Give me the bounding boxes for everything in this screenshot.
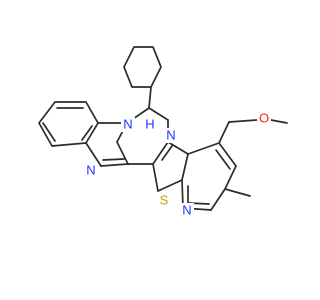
- bond: [228, 119, 258, 123]
- chemical-structure: H N N N N S O: [38, 46, 288, 218]
- bond: [81, 125, 93, 141]
- bond: [100, 163, 129, 167]
- bond: [218, 121, 230, 144]
- atom-labels: H N N N N S O: [84, 110, 271, 218]
- bond: [270, 119, 288, 124]
- bond: [116, 141, 129, 165]
- bond: [148, 107, 169, 121]
- bond: [102, 158, 125, 161]
- bond: [218, 142, 237, 167]
- imidazole-nitrogen-label: N: [86, 162, 95, 177]
- sulfur-label: S: [160, 192, 169, 207]
- nh-nitrogen-label: N: [166, 127, 175, 142]
- bond: [224, 165, 237, 190]
- bond: [167, 141, 189, 155]
- bond: [157, 179, 183, 192]
- bonds: [38, 46, 288, 211]
- bond: [38, 101, 99, 147]
- bond: [215, 149, 231, 170]
- bridgehead-nitrogen-label: N: [123, 116, 132, 131]
- bond: [161, 145, 173, 161]
- bond: [187, 142, 220, 155]
- bond: [152, 163, 159, 192]
- bond: [123, 46, 162, 88]
- bond: [42, 122, 56, 142]
- nh-hydrogen-label: H: [145, 116, 154, 131]
- bond: [210, 188, 226, 211]
- bond: [85, 122, 99, 144]
- bond: [224, 188, 251, 197]
- bond: [148, 86, 152, 109]
- molecule-canvas: H N N N N S O: [38, 46, 288, 218]
- bond: [181, 153, 189, 181]
- oxygen-label: O: [259, 110, 269, 125]
- bond: [85, 142, 102, 167]
- pyridine-nitrogen-label: N: [182, 202, 191, 217]
- bond: [152, 141, 169, 165]
